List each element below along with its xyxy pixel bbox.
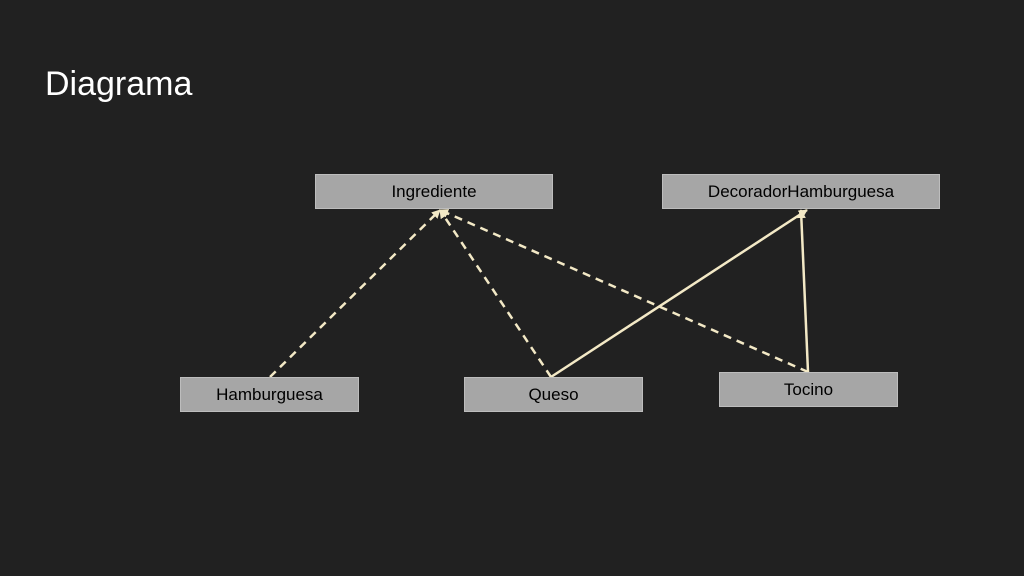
edge-queso-decorador: [550, 208, 808, 379]
edge-tocino-decorador: [796, 209, 810, 373]
node-ingrediente[interactable]: Ingrediente: [315, 174, 553, 209]
node-tocino[interactable]: Tocino: [719, 372, 898, 407]
node-decorador-hamburguesa[interactable]: DecoradorHamburguesa: [662, 174, 940, 209]
node-label: Ingrediente: [391, 181, 477, 201]
node-hamburguesa[interactable]: Hamburguesa: [180, 377, 359, 412]
slide-title: Diagrama: [45, 65, 193, 103]
edge-queso-ingrediente: [438, 209, 553, 378]
edge-tocino-ingrediente: [439, 208, 809, 374]
node-label: Hamburguesa: [216, 384, 323, 404]
node-label: Queso: [528, 384, 579, 404]
node-label: Tocino: [783, 379, 834, 399]
node-queso[interactable]: Queso: [464, 377, 643, 412]
edge-hamburguesa-ingrediente: [269, 209, 441, 378]
node-label: DecoradorHamburguesa: [707, 181, 895, 201]
